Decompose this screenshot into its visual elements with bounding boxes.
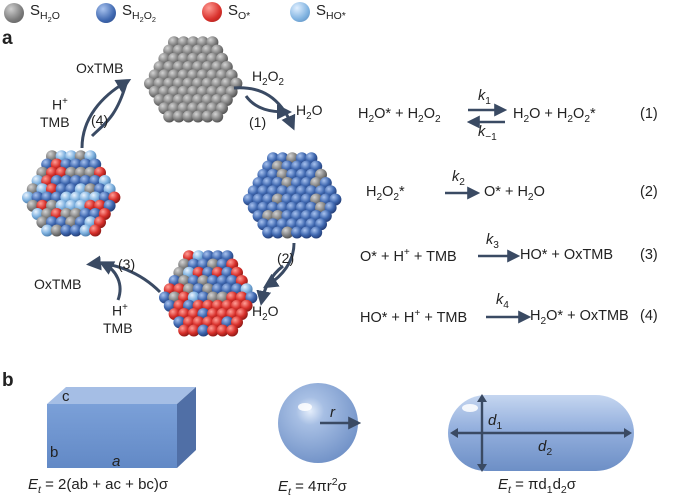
step3-label: (3)	[118, 256, 136, 272]
h2o-label-right: H2O	[296, 102, 323, 122]
capsule-d2-label: d2	[538, 438, 553, 458]
nanoparticle-gray	[144, 36, 243, 123]
legend-item-so: SO*	[202, 2, 250, 22]
nanoparticle-blue	[243, 152, 342, 239]
box-edge-b-label: b	[50, 444, 59, 461]
arrow-h2o-out-2	[256, 264, 284, 306]
equation-1-number: (1)	[640, 106, 658, 122]
equation-4-right: H2O* + OxTMB	[530, 308, 629, 327]
arrow-tmb-in-3	[98, 261, 122, 301]
oxtmb-label-bottom: OxTMB	[34, 276, 82, 292]
tmb-label-bottom: TMB	[103, 320, 133, 336]
legend-item-sho: SHO*	[290, 2, 346, 22]
legend-item-sh2o2: SH2O2	[96, 2, 156, 24]
h2o-label-bottom: H2O	[252, 303, 279, 323]
equation-4-number: (4)	[640, 308, 658, 324]
sphere-energy-formula: Et = 4πr2σ	[278, 476, 347, 498]
legend-item-sh2o: SH2O	[4, 2, 60, 24]
equation-1-left: H2O* + H2O2	[358, 106, 441, 125]
sphere-shape	[278, 383, 362, 463]
nanoparticle-red-blue	[159, 250, 258, 337]
sphere-radius-label: r	[330, 404, 335, 421]
tmb-label-top: TMB	[40, 114, 70, 130]
h-plus-label-bottom: H+	[112, 302, 128, 319]
equation-1-right: H2O + H2O2*	[513, 106, 596, 125]
equation-2-k: k2	[452, 169, 465, 188]
oxtmb-label-top: OxTMB	[76, 60, 124, 76]
arrow-tmb-in-4	[90, 83, 128, 138]
equation-2-number: (2)	[640, 184, 658, 200]
panel-b-letter: b	[2, 370, 14, 391]
h-plus-label-top: H+	[52, 96, 68, 113]
arrow-step2	[262, 242, 296, 289]
h2o2-label: H2O2	[252, 68, 284, 88]
step4-label: (4)	[91, 112, 109, 128]
box-edge-c-label: c	[62, 388, 70, 405]
arrow-h2o-out-1	[244, 95, 292, 120]
equation-2-left: H2O2*	[366, 184, 405, 203]
capsule-energy-formula: Et = πd1d2σ	[498, 476, 577, 496]
equation-3-right: HO* + OxTMB	[520, 247, 614, 263]
legend: SH2O SH2O2 SO* SHO*	[0, 2, 685, 32]
gray-sphere-icon	[4, 3, 24, 24]
box-energy-formula: Et = 2(ab + ac + bc)σ	[28, 476, 169, 496]
equation-2-right: O* + H2O	[484, 184, 545, 203]
panel-a-letter: a	[2, 28, 13, 49]
box-edge-a-label: a	[112, 453, 121, 470]
step2-label: (2)	[277, 250, 295, 266]
equation-1-k-reverse: k−1	[478, 124, 497, 143]
equation-3-k: k3	[486, 232, 499, 251]
equation-4-k: k4	[496, 292, 509, 311]
blue-sphere-icon	[96, 3, 116, 24]
capsule-d1-label: d1	[488, 412, 503, 432]
arrow-step4	[80, 78, 132, 149]
arrow-step3	[86, 255, 162, 294]
capsule-shape	[448, 394, 634, 472]
nanoparticle-mixed	[22, 150, 121, 237]
rectangular-box-shape	[47, 387, 196, 468]
equation-3-left: O* + H+ + TMB	[360, 247, 457, 265]
red-sphere-icon	[202, 2, 222, 22]
equation-1-k-forward: k1	[478, 88, 491, 107]
equation-3-number: (3)	[640, 247, 658, 263]
step1-label: (1)	[249, 114, 267, 130]
lightblue-sphere-icon	[290, 2, 310, 22]
equation-4-left: HO* + H+ + TMB	[360, 308, 468, 326]
